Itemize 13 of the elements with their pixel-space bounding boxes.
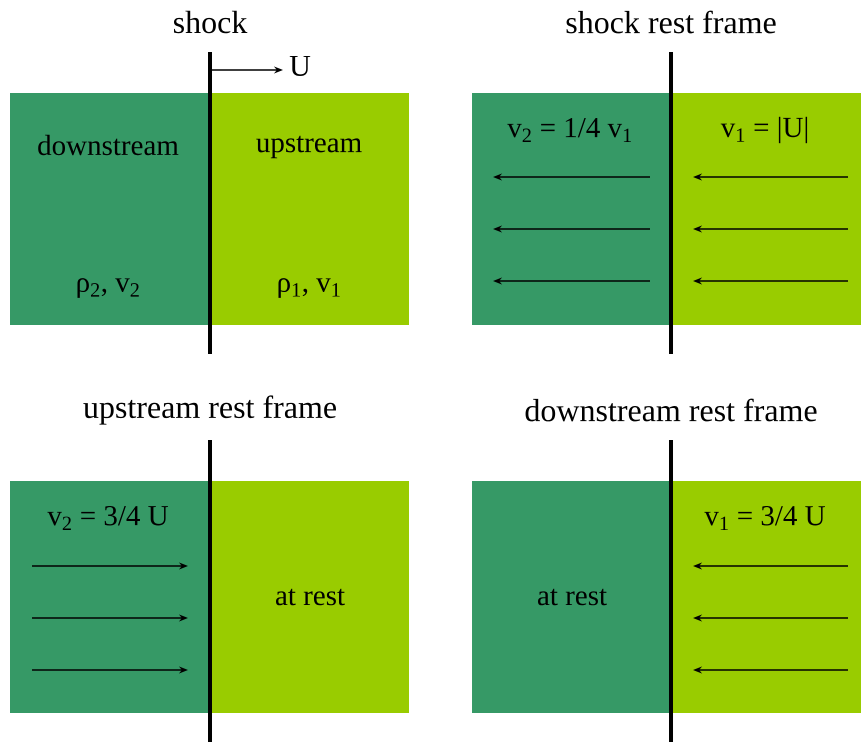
panel-title: upstream rest frame bbox=[83, 395, 336, 425]
flow-region: v$_{2}$ = 1/4 v$_{1}$ bbox=[472, 93, 671, 325]
flow-region: downstream ρ$_{2}$, v$_{2}$ bbox=[10, 93, 210, 325]
flow-region: at rest bbox=[210, 481, 409, 713]
flow-region: v$_{1}$ = 3/4 U bbox=[671, 481, 861, 713]
flow-region: v$_{1}$ = |U| bbox=[671, 93, 861, 325]
flow-region: upstream ρ$_{1}$, v$_{1}$ bbox=[210, 93, 409, 325]
panel-title: downstream rest frame bbox=[526, 398, 817, 422]
flow-region: v$_{2}$ = 3/4 U bbox=[10, 481, 210, 713]
velocity-label: U bbox=[290, 56, 310, 76]
panel-title: shock bbox=[174, 10, 248, 34]
panel-title: shock rest frame bbox=[566, 10, 776, 34]
flow-region: at rest bbox=[472, 481, 671, 713]
